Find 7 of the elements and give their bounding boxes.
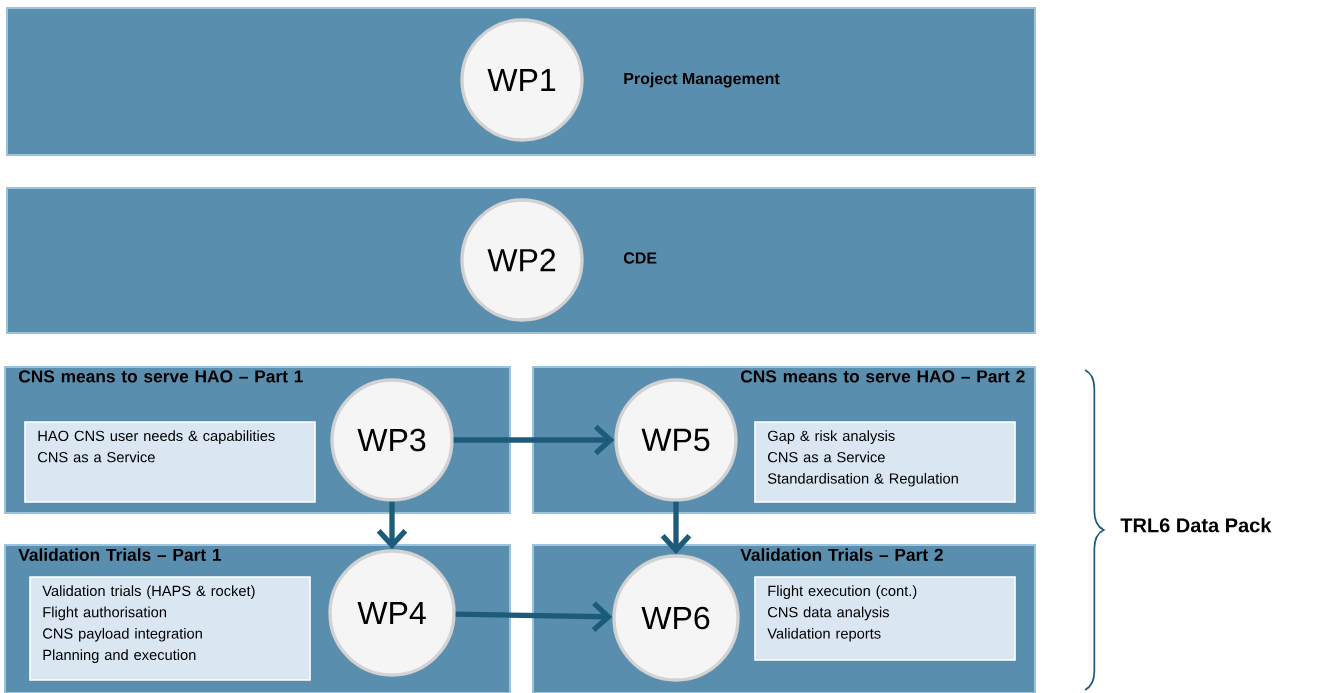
arrow [453, 424, 615, 456]
task-list-box: Validation trials (HAPS & rocket) Flight authorisation CNS payload integration Planning and execution [29, 576, 311, 681]
group-label: TRL6 Data Pack [1120, 517, 1272, 533]
task-list-box: HAO CNS user needs & capabilities CNS as a Service [24, 421, 316, 503]
task-list-box: Gap & risk analysis CNS as a Service Standardisation & Regulation [754, 421, 1016, 503]
arrow [455, 601, 613, 632]
task-list-box: Flight execution (cont.) CNS data analysis Validation reports [754, 576, 1016, 661]
